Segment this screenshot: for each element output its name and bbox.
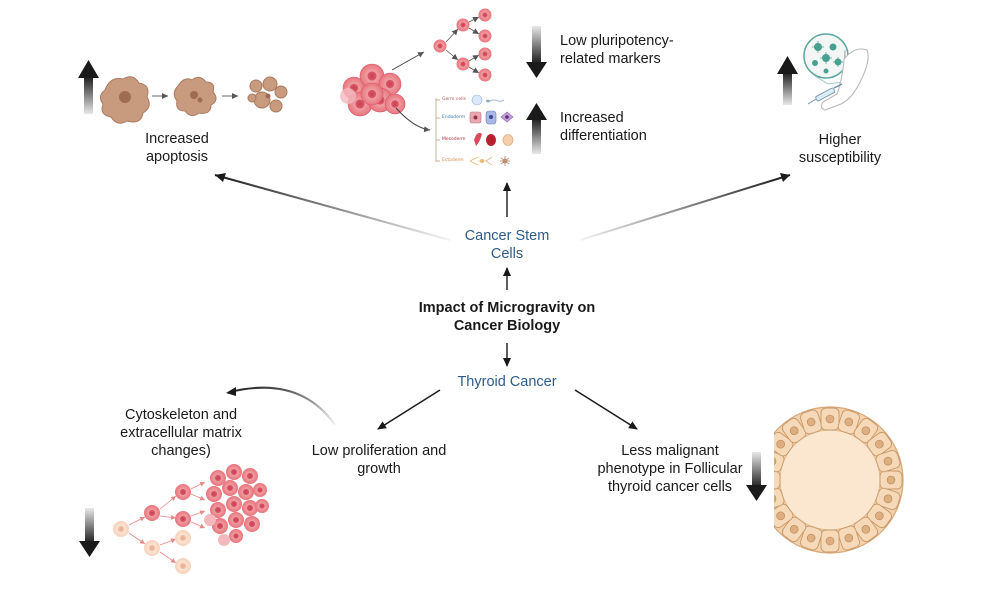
follicle-cell-nucleus [825,536,835,546]
thyroid-follicle-illustration [765,406,904,554]
susceptibility-illustration [803,33,869,111]
thyroid-cancer-label: Thyroid Cancer [457,374,557,390]
follicle-cell-nucleus [806,533,816,543]
lineage-label: Mesoderm [442,137,466,142]
up-arrow-icon [78,60,99,114]
up-arrow-icon [777,56,798,105]
arrow-thyroid-to-malignant [574,389,638,430]
lineage-label: Ectoderm [442,158,464,163]
follicle-cell-nucleus [844,533,854,543]
arrow-proliferation-to-cytoskeleton [229,386,336,426]
follicle-cell-nucleus [806,417,816,427]
follicle-cell-nucleus [765,476,773,484]
arrowhead-apoptosis [215,173,226,182]
pluripotency-label: Low pluripotency-related markers [560,33,674,67]
follicle-cell-nucleus [886,475,896,485]
follicle-cell-nucleus [875,511,884,521]
proliferation-tree-top [433,8,492,82]
up-arrow-icon [526,103,547,154]
follicle-cell [774,487,785,510]
lineage-illustration [435,94,514,166]
follicle-cell-nucleus [861,525,871,534]
down-arrow-icon [79,508,100,557]
down-arrow-icon [526,26,547,78]
follicle-cell-nucleus [776,439,785,449]
follicle-cell-nucleus [774,457,777,465]
lineage-label: Endoderm [442,115,466,120]
arrow-thyroid-to-proliferation [377,389,441,430]
follicle-cell-nucleus [883,494,893,504]
follicle-cell [774,450,785,473]
lineage-label: Germ cells [442,97,466,102]
arrow-csc-to-susceptibility [579,174,791,241]
follicle-cell [774,470,781,490]
follicle-cell-nucleus [844,417,854,427]
follicle-cell-nucleus [776,511,785,521]
follicle-cell-nucleus [789,426,799,435]
arrowhead-cytoskeleton [226,387,236,396]
trend-indicators [78,26,798,557]
follicle-cell-nucleus [789,525,799,534]
main-arrows [214,173,791,430]
proliferation-illustration-bottom [113,464,269,574]
follicle-cell-nucleus [861,426,871,435]
arrowhead-susceptibility [780,173,790,182]
follicle-cell-nucleus [774,495,777,503]
apoptosis-illustration [99,76,288,124]
arrow-csc-to-apoptosis [214,174,451,241]
follicle-cell-nucleus [825,414,835,424]
follicle-cell-nucleus [875,439,884,449]
down-arrow-icon [746,452,767,501]
csc-cluster-illustration [340,51,431,133]
follicle-cell-nucleus [883,456,893,466]
